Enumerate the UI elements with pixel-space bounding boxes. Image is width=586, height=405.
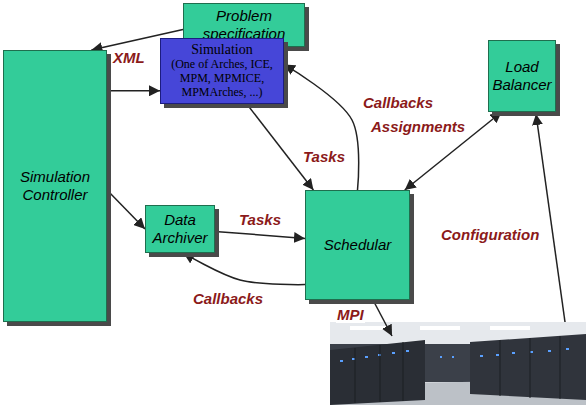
connector-arrow (107, 90, 160, 92)
connector-arrow (184, 253, 306, 285)
rack-lights (340, 348, 569, 362)
box-text: Schedular (324, 236, 392, 254)
box-text: (One of Arches, ICE, MPM, MPMICE, MPMArc… (165, 58, 279, 99)
arrow-label: MPI (336, 306, 365, 323)
edge-label: Tasks (238, 211, 282, 228)
edge-label: Callbacks (192, 290, 264, 307)
simulation-box: Simulation(One of Arches, ICE, MPM, MPMI… (160, 38, 284, 104)
arrow-label: Configuration (440, 226, 540, 243)
component-box: Load Balancer (488, 40, 556, 112)
rack-block (330, 340, 425, 405)
machine-room (330, 322, 586, 405)
mpi-arrow (373, 300, 392, 336)
ceiling-light (350, 326, 390, 330)
configuration-arrow (536, 114, 565, 322)
ceiling-light (420, 326, 460, 330)
edge-label: Assignments (370, 118, 466, 135)
edge-label: XML (112, 49, 146, 66)
ceiling-light (490, 326, 530, 330)
connector-arrow (107, 190, 145, 229)
scheduler-box: Schedular (305, 190, 410, 300)
box-text: Load Balancer (492, 58, 551, 94)
connector-arrow (215, 231, 305, 238)
connector-arrow (284, 64, 359, 190)
box-text: Simulation Controller (8, 168, 102, 204)
edge-label: Tasks (302, 148, 346, 165)
edge-label: Callbacks (362, 94, 434, 111)
connector-arrow (247, 104, 314, 190)
component-box: Data Archiver (145, 205, 215, 253)
rack-seams (355, 336, 560, 403)
controller-box: Simulation Controller (3, 50, 107, 322)
box-text: Data Archiver (150, 211, 210, 247)
cluster-photo (330, 322, 586, 405)
rack-block (470, 334, 586, 400)
box-text: Simulation (191, 42, 252, 58)
